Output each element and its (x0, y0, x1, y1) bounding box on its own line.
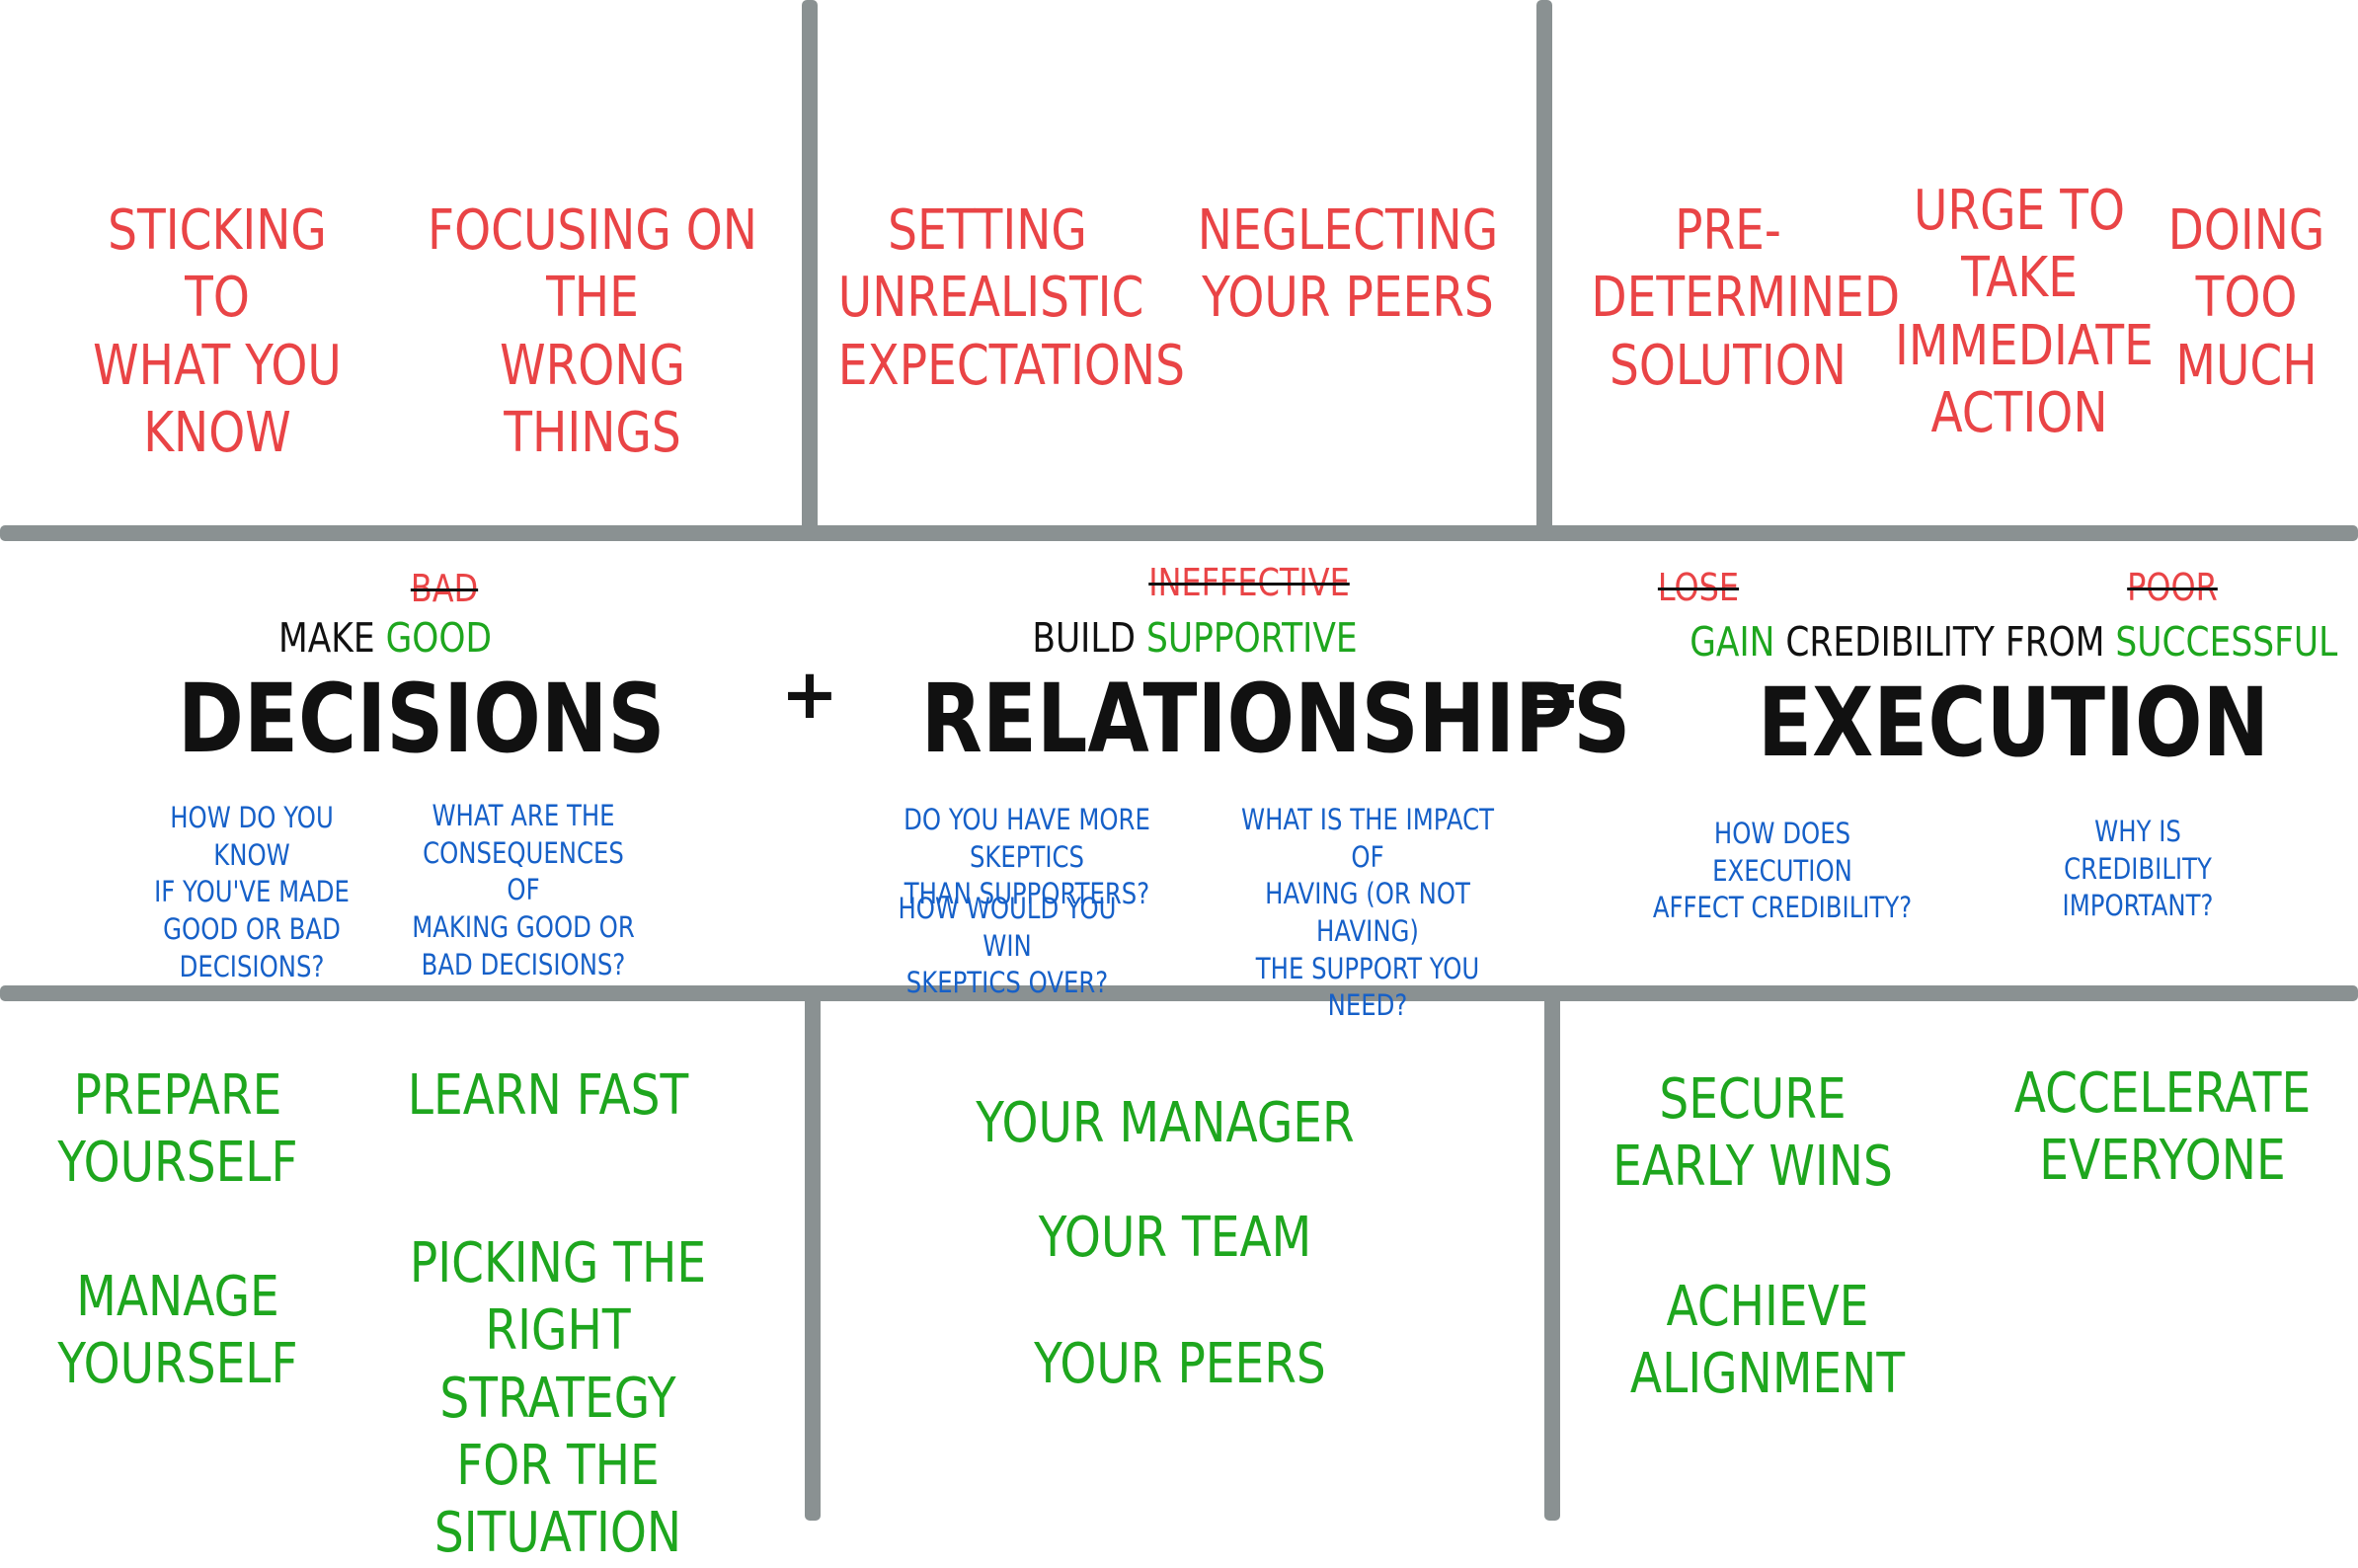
execution-question-1: HOW DOES EXECUTION AFFECT CREDIBILITY? (1652, 817, 1913, 925)
grid-line-bottom-right-vertical (1544, 993, 1560, 1521)
relationships-question-3: WHAT IS THE IMPACT OF HAVING (OR NOT HAV… (1241, 803, 1494, 1023)
relationships-heading-lead: BUILD (1032, 614, 1137, 662)
bottom-decisions-item-2: LEARN FAST (407, 1063, 689, 1128)
equals-operator: = (1523, 654, 1582, 735)
decisions-question-2: WHAT ARE THE CONSEQUENCES OF MAKING GOOD… (412, 799, 635, 981)
bottom-execution-item-3: ACHIEVE ALIGNMENT (1629, 1275, 1906, 1407)
top-execution-item-1: PRE- DETERMINED SOLUTION (1591, 198, 1901, 398)
bottom-decisions-item-4: PICKING THE RIGHT STRATEGY FOR THE SITUA… (409, 1231, 707, 1566)
relationships-heading: BUILD SUPPORTIVE (1021, 614, 1370, 663)
grid-line-bottom-left-vertical (805, 993, 821, 1521)
top-decisions-item-1: STICKING TO WHAT YOU KNOW (93, 198, 342, 465)
bottom-decisions-item-3: MANAGE YOURSELF (57, 1265, 298, 1397)
bottom-execution-item-1: SECURE EARLY WINS (1612, 1067, 1893, 1200)
top-relationships-item-1: SETTING UNREALISTIC EXPECTATIONS (837, 198, 1185, 398)
top-execution-item-2: URGE TO TAKE IMMEDIATE ACTION (1895, 179, 2154, 445)
grid-line-top-left-vertical (802, 0, 818, 533)
top-relationships-item-2: NEGLECTING YOUR PEERS (1197, 198, 1499, 331)
decisions-struck-word: BAD (410, 567, 479, 610)
execution-heading-lead: CREDIBILITY FROM (1785, 618, 2105, 666)
bottom-decisions-item-1: PREPARE YOURSELF (57, 1063, 298, 1196)
execution-heading-highlight-2: SUCCESSFUL (2115, 618, 2338, 666)
execution-question-2: WHY IS CREDIBILITY IMPORTANT? (2062, 815, 2214, 923)
relationships-question-2: HOW WOULD YOU WIN SKEPTICS OVER? (898, 892, 1117, 1000)
top-decisions-item-2: FOCUSING ON THE WRONG THINGS (428, 198, 757, 465)
decisions-heading: MAKE GOOD (236, 614, 534, 663)
relationships-title: RELATIONSHIPS (920, 664, 1631, 774)
top-execution-item-3: DOING TOO MUCH (2167, 198, 2325, 398)
execution-struck-word-2: POOR (2127, 566, 2218, 609)
plus-operator: + (780, 654, 839, 735)
bottom-relationships-item-1: YOUR MANAGER (976, 1091, 1355, 1155)
bottom-relationships-item-3: YOUR PEERS (1034, 1332, 1326, 1396)
bottom-execution-item-2: ACCELERATE EVERYONE (2013, 1061, 2312, 1194)
execution-heading: GAIN CREDIBILITY FROM SUCCESSFUL (1690, 618, 2337, 666)
decisions-question-1: HOW DO YOU KNOW IF YOU'VE MADE GOOD OR B… (154, 801, 350, 983)
execution-heading-highlight-1: GAIN (1690, 618, 1775, 666)
grid-line-top-right-vertical (1536, 0, 1552, 533)
relationships-question-1: DO YOU HAVE MORE SKEPTICS THAN SUPPORTER… (904, 803, 1150, 911)
bottom-relationships-item-2: YOUR TEAM (1038, 1206, 1312, 1270)
decisions-heading-highlight: GOOD (385, 614, 493, 662)
execution-title: EXECUTION (1758, 667, 2270, 778)
relationships-struck-word: INEFFECTIVE (1148, 561, 1350, 604)
relationships-heading-highlight: SUPPORTIVE (1146, 614, 1358, 662)
decisions-title: DECISIONS (178, 664, 666, 774)
grid-line-bottom-horizontal (0, 985, 2358, 1001)
execution-struck-word-1: LOSE (1657, 566, 1740, 609)
grid-line-top-horizontal (0, 525, 2358, 541)
decisions-heading-lead: MAKE (277, 614, 375, 662)
